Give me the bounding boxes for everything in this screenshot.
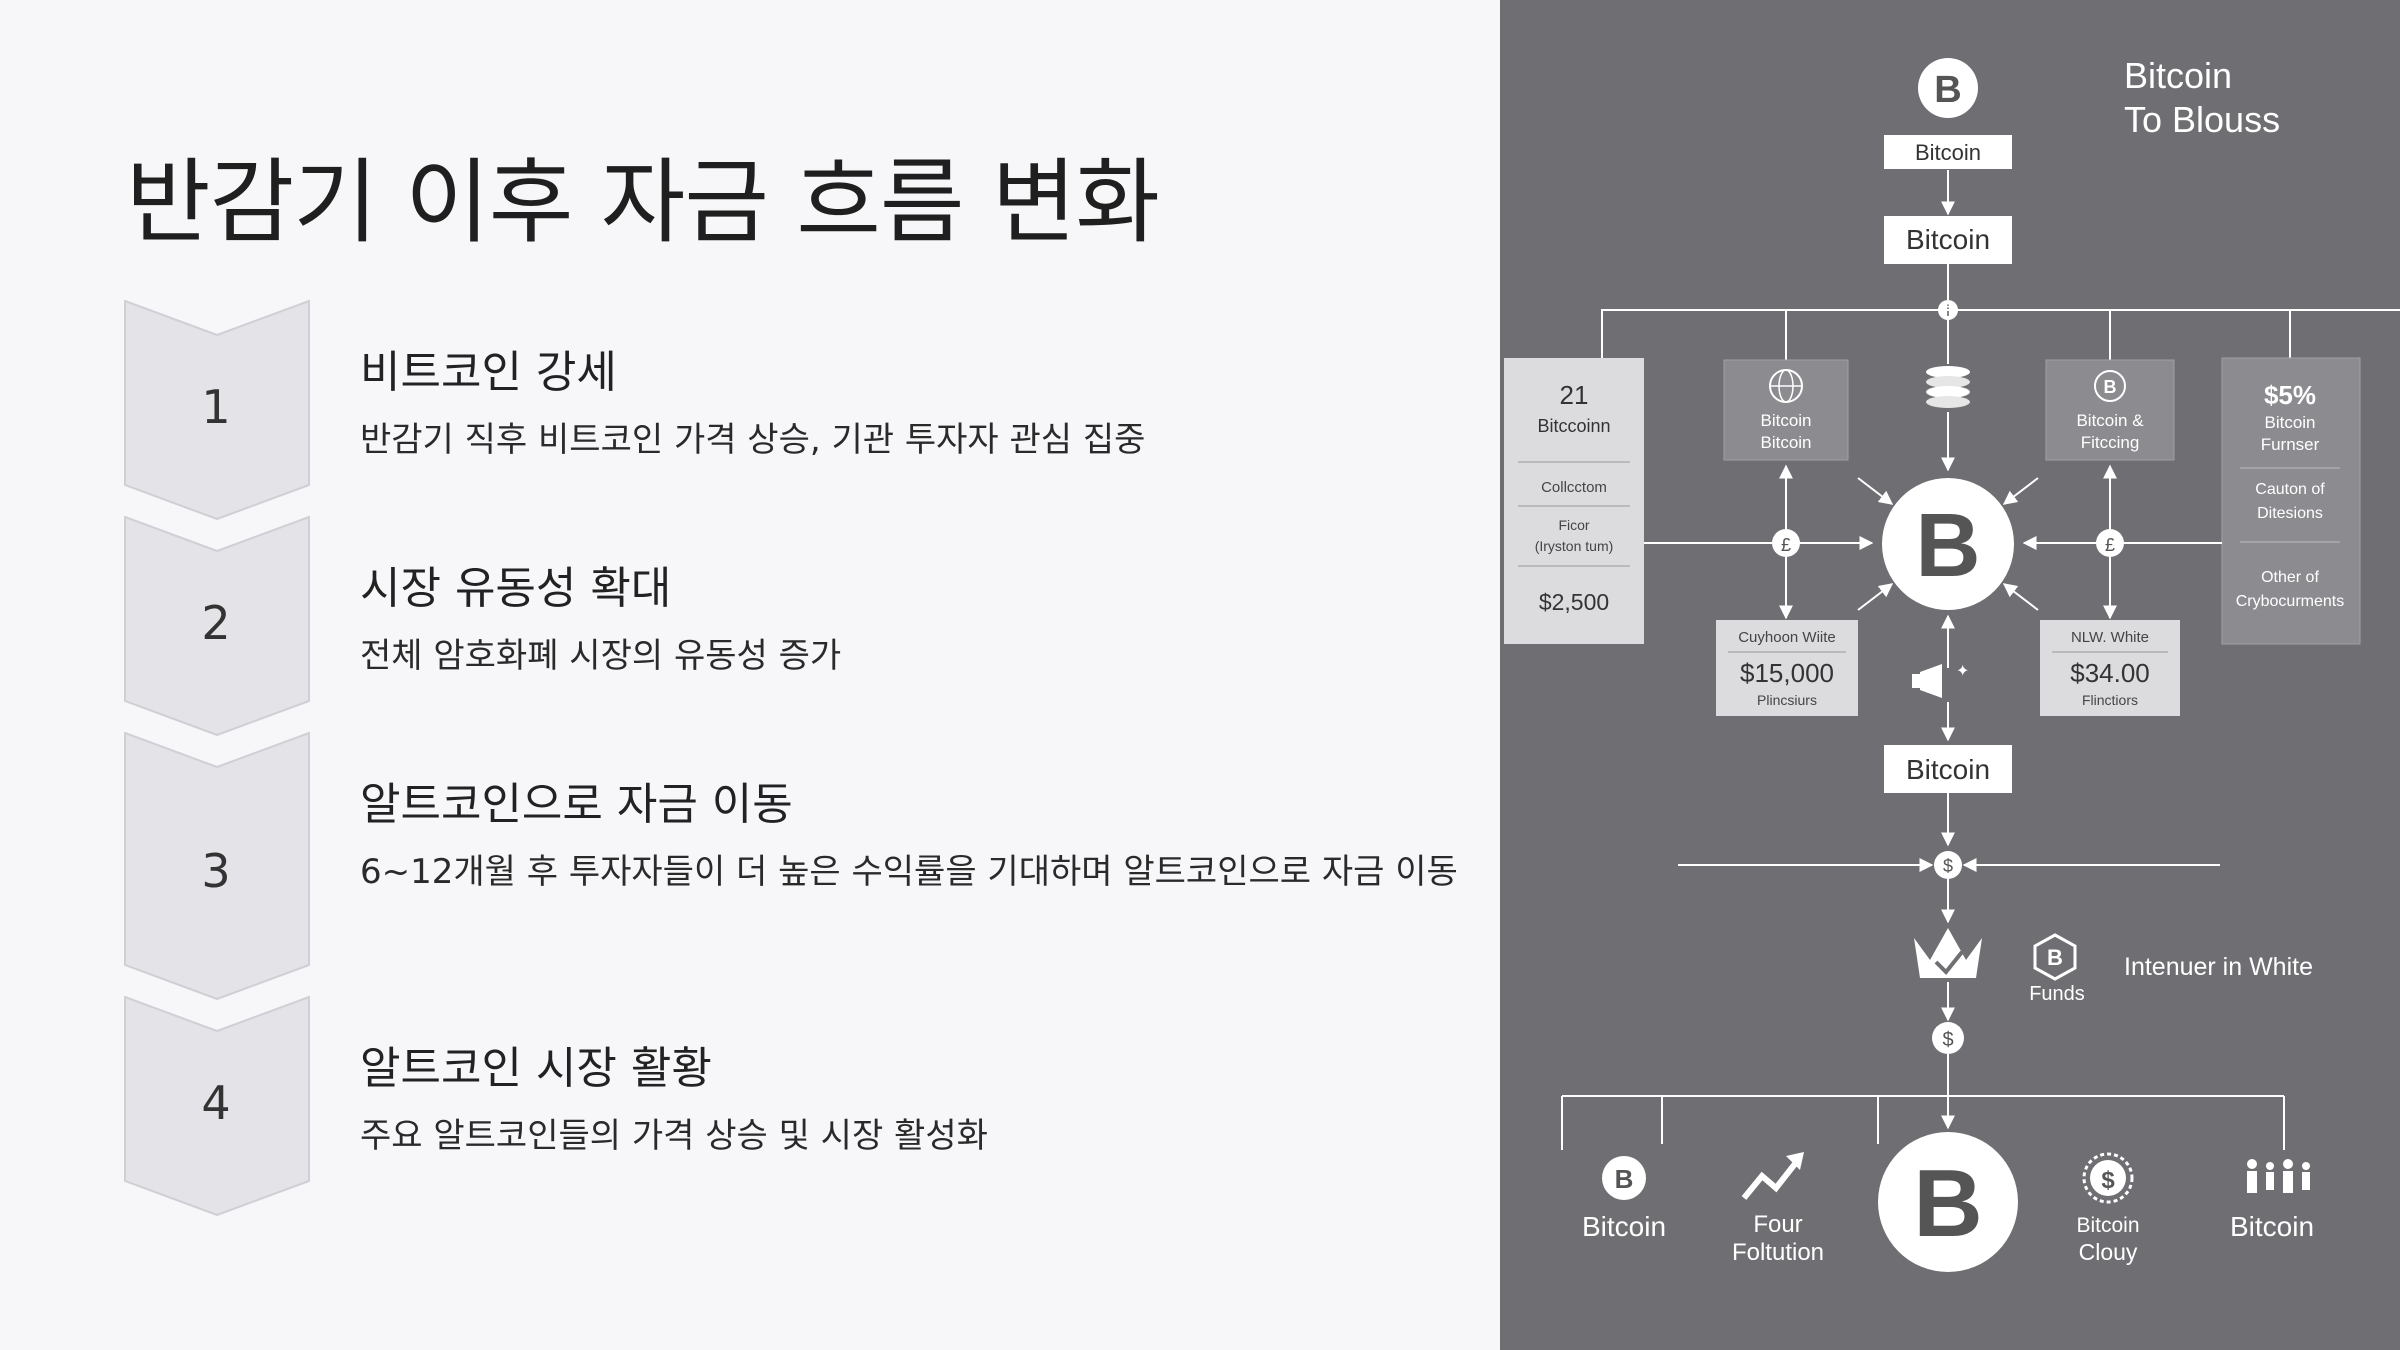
funds-btc-icon: B [2033, 933, 2077, 981]
bottom-item-4: Bitcoin [2230, 1159, 2314, 1242]
svg-text:Fitccing: Fitccing [2081, 433, 2140, 452]
top-label: Bitcoin [1915, 140, 1981, 165]
step-3-heading: 알트코인으로 자금 이동 [360, 779, 793, 830]
svg-text:Ficor: Ficor [1558, 517, 1589, 533]
diagram-panel: Bitcoin To Blouss B Bitcoin Bitcoin i 21… [1500, 0, 2400, 1350]
bottom-item-1: B Bitcoin [1582, 1156, 1666, 1242]
svg-text:Other of: Other of [2261, 569, 2319, 586]
trend-up-icon [1741, 1158, 1801, 1200]
svg-text:$34.00: $34.00 [2070, 658, 2150, 688]
left-card: 21 Bitccoinn Collcctom Ficor (Iryston tu… [1504, 358, 1644, 644]
svg-text:$5%: $5% [2264, 380, 2316, 410]
svg-text:✦: ✦ [1956, 663, 1969, 680]
step-4-heading: 알트코인 시장 활황 [360, 1043, 712, 1094]
slide-title: 반감기 이후 자금 흐름 변화 [126, 149, 1160, 256]
step-1-number: 1 [201, 380, 231, 434]
coin-stack-icon [1926, 366, 1970, 408]
step-3-chevron [124, 732, 310, 1000]
step-2-heading: 시장 유동성 확대 [360, 563, 672, 614]
mid-left-card: Bitcoin Bitcoin [1723, 359, 1849, 461]
central-bitcoin-icon: B [1882, 478, 2014, 610]
mid-bitcoin-box [1884, 745, 2012, 793]
step-3-number: 3 [201, 844, 231, 898]
svg-text:Collcctom: Collcctom [1541, 479, 1607, 496]
mid-right-card: B Bitcoin & Fitccing [2045, 359, 2175, 461]
right-card: $5% Bitcoin Furnser Cauton of Ditesions … [2221, 357, 2361, 645]
step-3: 3 알트코인으로 자금 이동 6~12개월 후 투자자들이 더 높은 수익률을 … [124, 732, 1458, 1000]
svg-text:Bitcoin: Bitcoin [2264, 413, 2315, 432]
svg-text:$15,000: $15,000 [1740, 658, 1834, 688]
svg-text:Bitcoin: Bitcoin [2076, 1214, 2139, 1237]
step-1-chevron [124, 300, 310, 520]
step-1-heading: 비트코인 강세 [360, 347, 617, 398]
low-left-card: Cuyhoon Wiite $15,000 Plincsiurs [1716, 620, 1858, 716]
svg-text:Bitcoin &: Bitcoin & [2076, 411, 2144, 430]
svg-text:i: i [1946, 303, 1950, 320]
top-label-box [1884, 135, 2012, 169]
step-1-description: 반감기 직후 비트코인 가격 상승, 기관 투자자 관심 집중 [360, 420, 1146, 460]
dollar-junction-icon: $ [1934, 851, 1962, 879]
step-4-chevron [124, 996, 310, 1216]
svg-text:£: £ [2105, 535, 2115, 555]
bottom-item-3: $ Bitcoin Clouy [2076, 1152, 2140, 1265]
step-4: 4 알트코인 시장 활황 주요 알트코인들의 가격 상승 및 시장 활성화 [124, 996, 1404, 1216]
step-3-description: 6~12개월 후 투자자들이 더 높은 수익률을 기대하며 알트코인으로 자금 … [360, 852, 1458, 892]
step-2: 2 시장 유동성 확대 전체 암호화폐 시장의 유동성 증가 [124, 516, 1404, 736]
svg-text:$: $ [1943, 856, 1953, 876]
svg-text:B: B [1913, 1150, 1982, 1257]
svg-text:(Iryston tum): (Iryston tum) [1535, 538, 1614, 554]
diagram-heading-line2: To Blouss [2124, 99, 2280, 140]
funds-label: Funds [2029, 983, 2085, 1005]
people-icon [2247, 1159, 2310, 1193]
megaphone-icon: ✦ [1912, 663, 1969, 698]
left-pound-icon: £ [1772, 529, 1800, 557]
svg-text:Crybocurments: Crybocurments [2236, 593, 2344, 610]
svg-text:Bitcoin: Bitcoin [1760, 411, 1811, 430]
mid-bitcoin-label: Bitcoin [1906, 754, 1990, 785]
step-4-description: 주요 알트코인들의 가격 상승 및 시장 활성화 [360, 1116, 988, 1156]
svg-text:Bitccoinn: Bitccoinn [1537, 416, 1610, 436]
svg-text:$: $ [1942, 1029, 1953, 1051]
flow-diagram: Bitcoin To Blouss B Bitcoin Bitcoin i 21… [1504, 55, 2400, 1272]
second-bitcoin-label: Bitcoin [1906, 224, 1990, 255]
svg-text:21: 21 [1560, 380, 1589, 410]
diagram-heading-line1: Bitcoin [2124, 55, 2232, 96]
bottom-bitcoin-icon: B [1878, 1132, 2018, 1272]
svg-text:B: B [1916, 496, 1981, 596]
svg-text:Four: Four [1753, 1211, 1802, 1238]
svg-text:£: £ [1781, 535, 1791, 555]
second-bitcoin-box [1884, 216, 2012, 264]
svg-text:$2,500: $2,500 [1539, 589, 1609, 615]
low-right-card: NLW. White $34.00 Flinctiors [2040, 620, 2180, 716]
bottom-item-2: Four Foltution [1732, 1152, 1824, 1266]
svg-text:Flinctiors: Flinctiors [2082, 692, 2138, 708]
svg-text:Furnser: Furnser [2261, 435, 2320, 454]
svg-text:Bitcoin: Bitcoin [1760, 433, 1811, 452]
step-2-chevron [124, 516, 310, 736]
svg-text:B: B [1934, 69, 1961, 111]
right-pound-icon: £ [2096, 529, 2124, 557]
svg-text:Cuyhoon Wiite: Cuyhoon Wiite [1738, 629, 1836, 646]
svg-text:Plincsiurs: Plincsiurs [1757, 692, 1817, 708]
svg-text:NLW. White: NLW. White [2071, 629, 2149, 646]
step-2-number: 2 [201, 596, 231, 650]
step-2-description: 전체 암호화폐 시장의 유동성 증가 [360, 636, 842, 676]
step-4-number: 4 [201, 1076, 231, 1130]
dollar-lower-icon: $ [1932, 1022, 1964, 1054]
crown-icon [1914, 928, 1982, 978]
step-1: 1 비트코인 강세 반감기 직후 비트코인 가격 상승, 기관 투자자 관심 집… [124, 300, 1404, 520]
top-bitcoin-icon: B [1918, 58, 1978, 118]
svg-text:Cauton of: Cauton of [2255, 481, 2325, 498]
svg-text:Ditesions: Ditesions [2257, 505, 2323, 522]
svg-text:Foltution: Foltution [1732, 1239, 1824, 1266]
dollar-coin-icon: $ [2101, 1167, 2115, 1194]
svg-text:Clouy: Clouy [2079, 1239, 2138, 1265]
svg-text:Bitcoin: Bitcoin [2230, 1211, 2314, 1242]
svg-text:Bitcoin: Bitcoin [1582, 1211, 1666, 1242]
small-btc-icon: B [2104, 377, 2117, 397]
svg-text:B: B [2047, 945, 2063, 970]
left-panel: 반감기 이후 자금 흐름 변화 1 비트코인 강세 반감기 직후 비트코인 가격… [124, 149, 1458, 1216]
bottom-btc-icon: B [1615, 1164, 1634, 1194]
intender-label: Intenuer in White [2124, 953, 2313, 981]
